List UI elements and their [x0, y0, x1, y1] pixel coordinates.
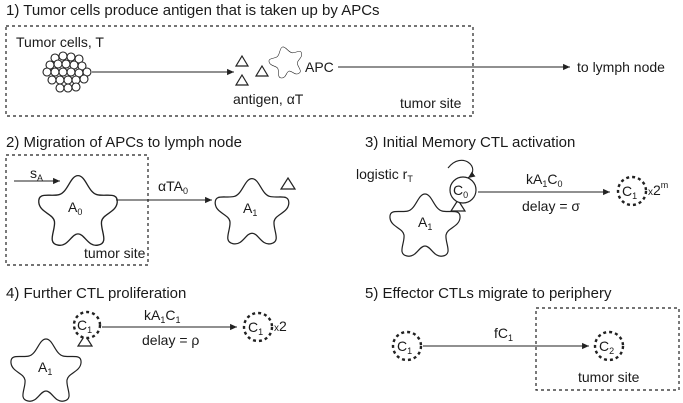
tumor-site-label-2: tumor site [84, 245, 146, 261]
activation-delay-label: delay = σ [522, 198, 580, 214]
apc-panel4-label: A1 [38, 359, 52, 377]
logistic-label: logistic rT [356, 166, 413, 184]
panel2-heading: 2) Migration of APCs to lymph node [6, 134, 242, 151]
effector-ctl-c1-panel4-bound [72, 310, 102, 340]
panel4-heading: 4) Further CTL proliferation [6, 285, 186, 302]
multiplier-2-label: x2 [274, 318, 287, 334]
tumor-site-box-5 [535, 307, 680, 391]
effector-ctl-c1-panel3 [616, 175, 648, 207]
memory-ctl-c0 [449, 176, 477, 204]
tumor-cells-label: Tumor cells, T [16, 34, 104, 50]
antigen-triangles [234, 54, 270, 86]
tumor-cell-cluster [42, 51, 92, 93]
proliferation-rate-label: kA1C1 [144, 307, 181, 325]
source-label: sA [30, 165, 43, 183]
apc-shape [265, 42, 307, 81]
apc-a0-label: A0 [68, 199, 82, 217]
apc-a1-antigen [279, 176, 297, 190]
apc-a1-label: A1 [243, 200, 257, 218]
memory-ctl-c0-label: C0 [453, 182, 468, 200]
effector-ctl-c1-panel4-bound-label: C1 [77, 317, 92, 335]
multiplier-2m-label: x2m [648, 180, 668, 198]
panel5-heading: 5) Effector CTLs migrate to periphery [365, 285, 612, 302]
tumor-site-label-5: tumor site [578, 369, 640, 385]
logistic-loop-arrow [447, 159, 476, 179]
migration-rate-label: αTA0 [158, 178, 188, 196]
apc-label: APC [305, 59, 334, 75]
to-lymph-node-label: to lymph node [577, 59, 665, 75]
antigen-label: antigen, αT [233, 91, 304, 107]
effector-ctl-c1-panel5 [391, 330, 423, 362]
proliferation-delay-label: delay = ρ [142, 332, 199, 348]
tumor-site-label-1: tumor site [400, 95, 462, 111]
effector-ctl-c1-panel4-out-label: C1 [248, 319, 263, 337]
effector-ctl-c2-label: C2 [599, 338, 614, 356]
panel1-heading: 1) Tumor cells produce antigen that is t… [6, 2, 380, 19]
effector-ctl-c2 [593, 330, 625, 362]
apc-panel3-label: A1 [418, 214, 432, 232]
panel3-heading: 3) Initial Memory CTL activation [365, 134, 575, 151]
effector-ctl-c1-panel4-out [242, 311, 274, 343]
apc-panel3-antigen [449, 198, 467, 212]
periphery-rate-label: fC1 [494, 325, 513, 343]
effector-ctl-c1-panel3-label: C1 [622, 183, 637, 201]
tumor-site-box-1 [5, 25, 474, 117]
activation-rate-label: kA1C0 [526, 171, 563, 189]
apc-panel4-antigen [76, 333, 94, 347]
effector-ctl-c1-panel5-label: C1 [397, 338, 412, 356]
